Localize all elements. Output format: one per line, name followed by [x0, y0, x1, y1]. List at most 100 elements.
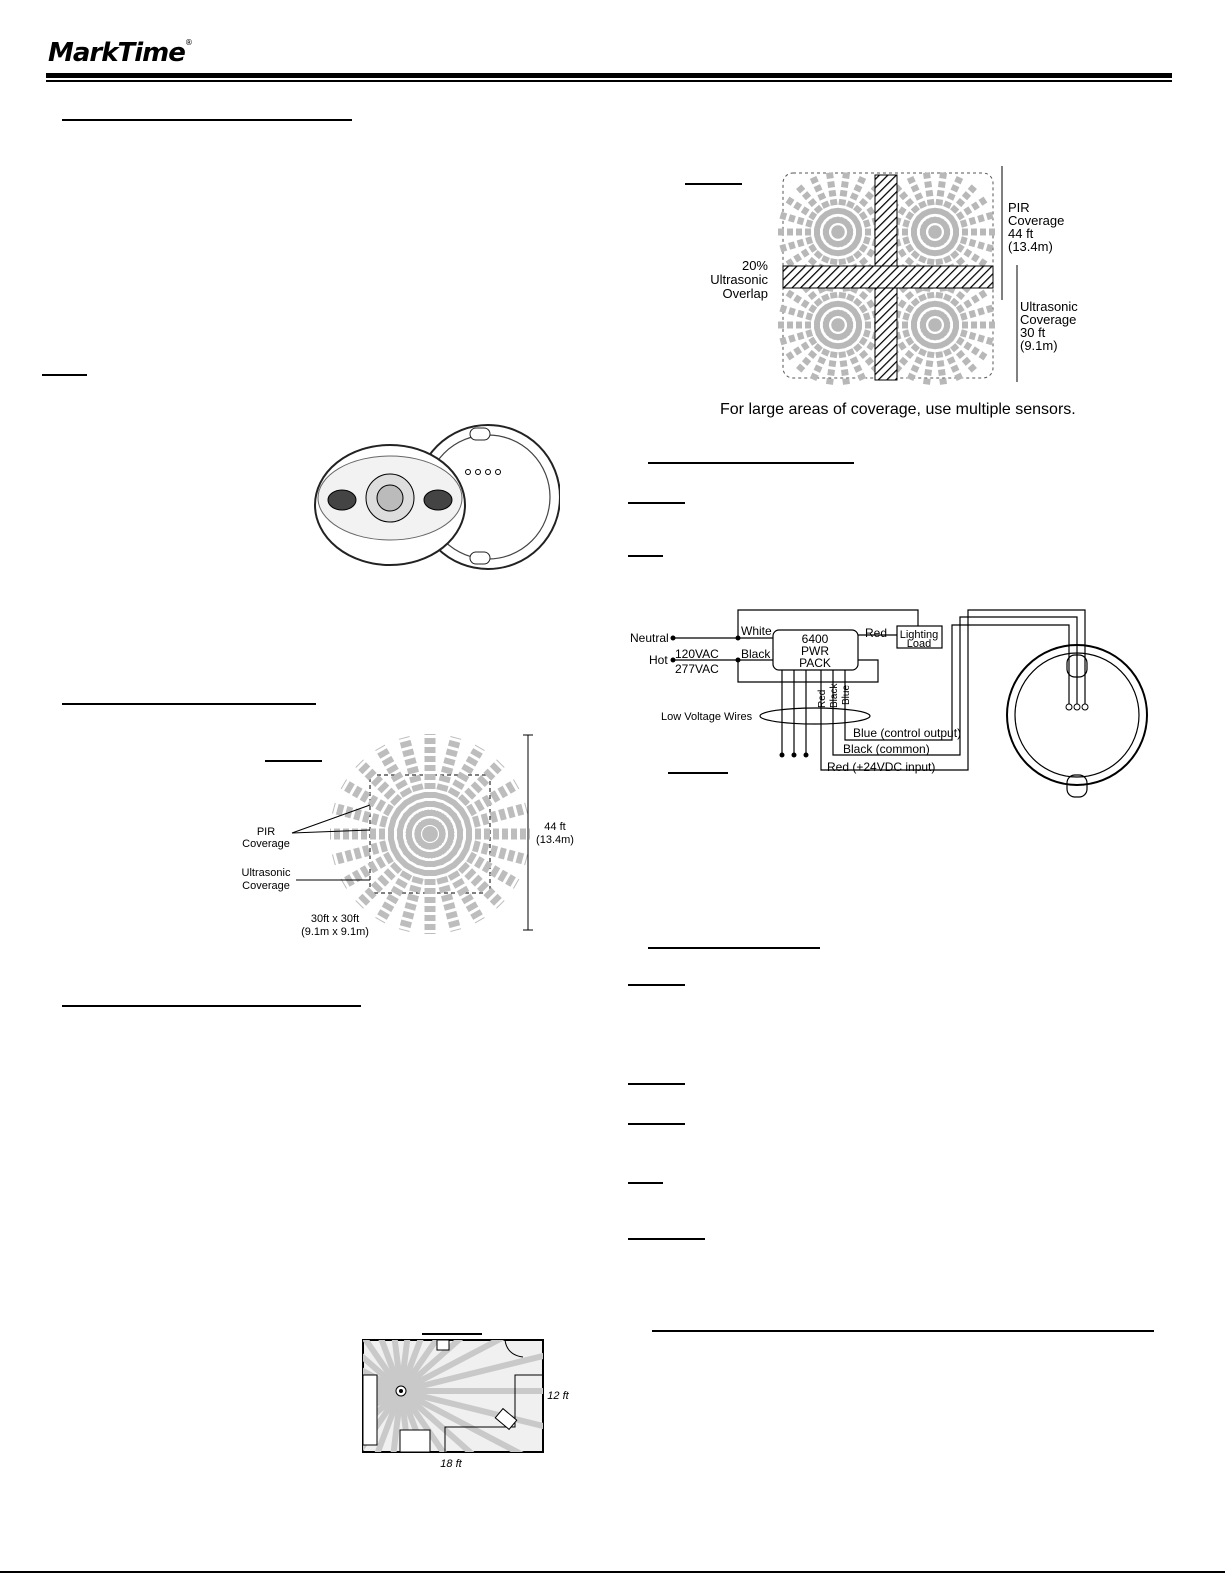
coverage-ray [340, 829, 433, 889]
figure-label-underline-wiring [668, 772, 728, 774]
neutral-terminal [670, 635, 676, 641]
coverage-ray [428, 828, 529, 866]
coverage-ray [934, 211, 996, 236]
blue-control-wire [844, 624, 1070, 741]
wire-black-label: Black [829, 683, 840, 708]
pack-label-1: 6400 [802, 632, 829, 646]
neutral-white-wire [673, 609, 919, 639]
header-rule-thin [46, 80, 1172, 82]
wire-blue-label: Blue [841, 685, 852, 705]
room-coverage-ray [398, 1340, 440, 1393]
red-input-label: Red (+24VDC input) [827, 760, 935, 774]
wire-red-label: Red [817, 690, 828, 708]
overlap-label-3: Overlap [722, 286, 768, 301]
section-heading-underline-3 [62, 1005, 361, 1007]
coverage-ray [425, 831, 485, 924]
section-heading-underline-adjust [648, 947, 820, 949]
room-coverage-ray [398, 1340, 411, 1392]
room-coverage-ray [399, 1340, 464, 1394]
size-label-2: (9.1m x 9.1m) [301, 926, 369, 938]
room-coverage-ray [363, 1353, 403, 1394]
coverage-ray [375, 831, 435, 924]
neutral-label: Neutral [630, 631, 669, 645]
lv-end-2 [791, 752, 797, 758]
pack-label-3: PACK [799, 656, 831, 670]
terminal-dot-3 [485, 469, 491, 475]
room-chair [494, 1407, 518, 1431]
coverage-ray [934, 304, 996, 329]
hot-black-wire [673, 659, 879, 683]
load-label-2: Load [907, 638, 931, 650]
room-coverage-ray [390, 1390, 404, 1452]
logo-text: MarkTime [48, 38, 186, 68]
room-coverage-ray [391, 1340, 404, 1392]
coverage-ray [427, 779, 520, 839]
room-cabinet-left [362, 1374, 378, 1446]
coverage-ray [427, 829, 520, 889]
section-heading-underline-last [652, 1330, 1154, 1332]
sensor-base-inner [1014, 652, 1140, 778]
size-label-1: 30ft x 30ft [311, 913, 359, 925]
coverage-ray [355, 830, 434, 909]
single-ultra-label-1: Ultrasonic [242, 867, 291, 879]
header-rule-thick [46, 73, 1172, 78]
room-coverage-ray [363, 1340, 404, 1393]
pir-leader-2 [291, 829, 371, 834]
coverage-ray [426, 759, 505, 838]
room-coverage-ray [400, 1352, 543, 1394]
lv-end-3 [803, 752, 809, 758]
room-coverage-ray [400, 1388, 543, 1430]
overlap-label-1: 20% [742, 258, 768, 273]
coverage-ray [426, 830, 505, 909]
room-coverage-ray [398, 1390, 412, 1452]
step-underline-3 [628, 984, 685, 986]
neutral-junction [735, 635, 741, 641]
height-label-2: (13.4m) [536, 834, 574, 846]
height-label-1: 44 ft [544, 821, 565, 833]
step-underline-5 [628, 1123, 685, 1125]
coverage-ray [424, 832, 462, 933]
ultra-label-1: Ultrasonic [1020, 299, 1078, 314]
section-heading-underline-2 [62, 703, 316, 705]
black-common-label: Black (common) [843, 742, 930, 756]
pir-lens-center [376, 484, 404, 512]
pir-label-3: 44 ft [1008, 226, 1034, 241]
room-coverage-ray [399, 1388, 475, 1452]
hot-junction [735, 657, 741, 663]
single-pir-label-1: PIR [257, 826, 275, 838]
figure-label-underline-1 [265, 760, 322, 762]
note-underline-left [42, 374, 87, 376]
sensor-base-slot-bottom [1066, 774, 1088, 798]
coverage-ray [398, 735, 436, 836]
power-pack-box [772, 629, 859, 671]
room-coverage-ray [398, 1340, 424, 1393]
single-sensor-rays [330, 734, 530, 934]
hot-terminal [670, 657, 676, 663]
coverage-ray [331, 828, 432, 866]
hot-label: Hot [649, 653, 668, 667]
ultra-label-4: (9.1m) [1020, 338, 1058, 353]
figure-label-underline-room [422, 1333, 482, 1335]
pir-label-1: PIR [1008, 200, 1030, 215]
sensor-product-illustration [314, 424, 560, 570]
step-underline-1 [628, 502, 685, 504]
room-height-label: 12 ft [547, 1390, 569, 1402]
mount-slot-bottom [469, 551, 491, 565]
room-coverage-ray [399, 1340, 505, 1394]
room-fixture [436, 1339, 450, 1351]
step-underline-4 [628, 1083, 685, 1085]
single-coverage-figure: PIR Coverage Ultrasonic Coverage 30ft x … [242, 734, 574, 938]
white-label: White [741, 624, 772, 638]
room-coverage-ray [378, 1340, 404, 1393]
voltage-label-2: 277VAC [675, 662, 719, 676]
pack-label-2: PWR [801, 644, 829, 658]
registered-mark: ® [184, 38, 193, 47]
lighting-load-box [896, 625, 943, 649]
single-ultra-label-2: Coverage [242, 880, 290, 892]
load-label-1: Lighting [900, 629, 939, 641]
blue-control-label: Blue (control output) [853, 726, 961, 740]
pir-label-2: Coverage [1008, 213, 1064, 228]
array-caption: For large areas of coverage, use multipl… [720, 401, 1076, 418]
ultrasonic-transducer-left [327, 489, 357, 511]
room-coverage-ray [363, 1388, 403, 1429]
